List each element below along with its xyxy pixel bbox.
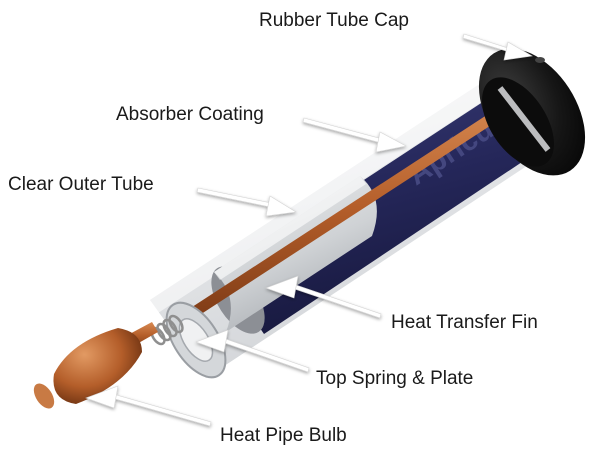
copper-heat-pipe <box>186 96 522 320</box>
top-spring-plate <box>150 301 227 379</box>
rubber-tube-cap <box>478 48 586 176</box>
label-heat-pipe-bulb: Heat Pipe Bulb <box>220 425 347 446</box>
callout-arrows <box>85 33 533 427</box>
label-top-spring-plate: Top Spring & Plate <box>316 368 474 389</box>
arrow-heat-transfer-fin <box>265 275 382 319</box>
arrow-rubber-tube-cap <box>462 33 533 61</box>
arrow-heat-pipe-bulb <box>85 385 212 427</box>
label-absorber-coating: Absorber Coating <box>116 104 264 125</box>
arrow-top-spring-plate <box>195 329 310 373</box>
arrow-clear-outer-tube <box>196 187 297 217</box>
heat-pipe-bulb <box>33 322 158 409</box>
label-clear-outer-tube: Clear Outer Tube <box>8 174 154 195</box>
label-heat-transfer-fin: Heat Transfer Fin <box>391 312 538 333</box>
arrow-absorber-coating <box>302 117 407 153</box>
label-rubber-tube-cap: Rubber Tube Cap <box>259 10 409 31</box>
